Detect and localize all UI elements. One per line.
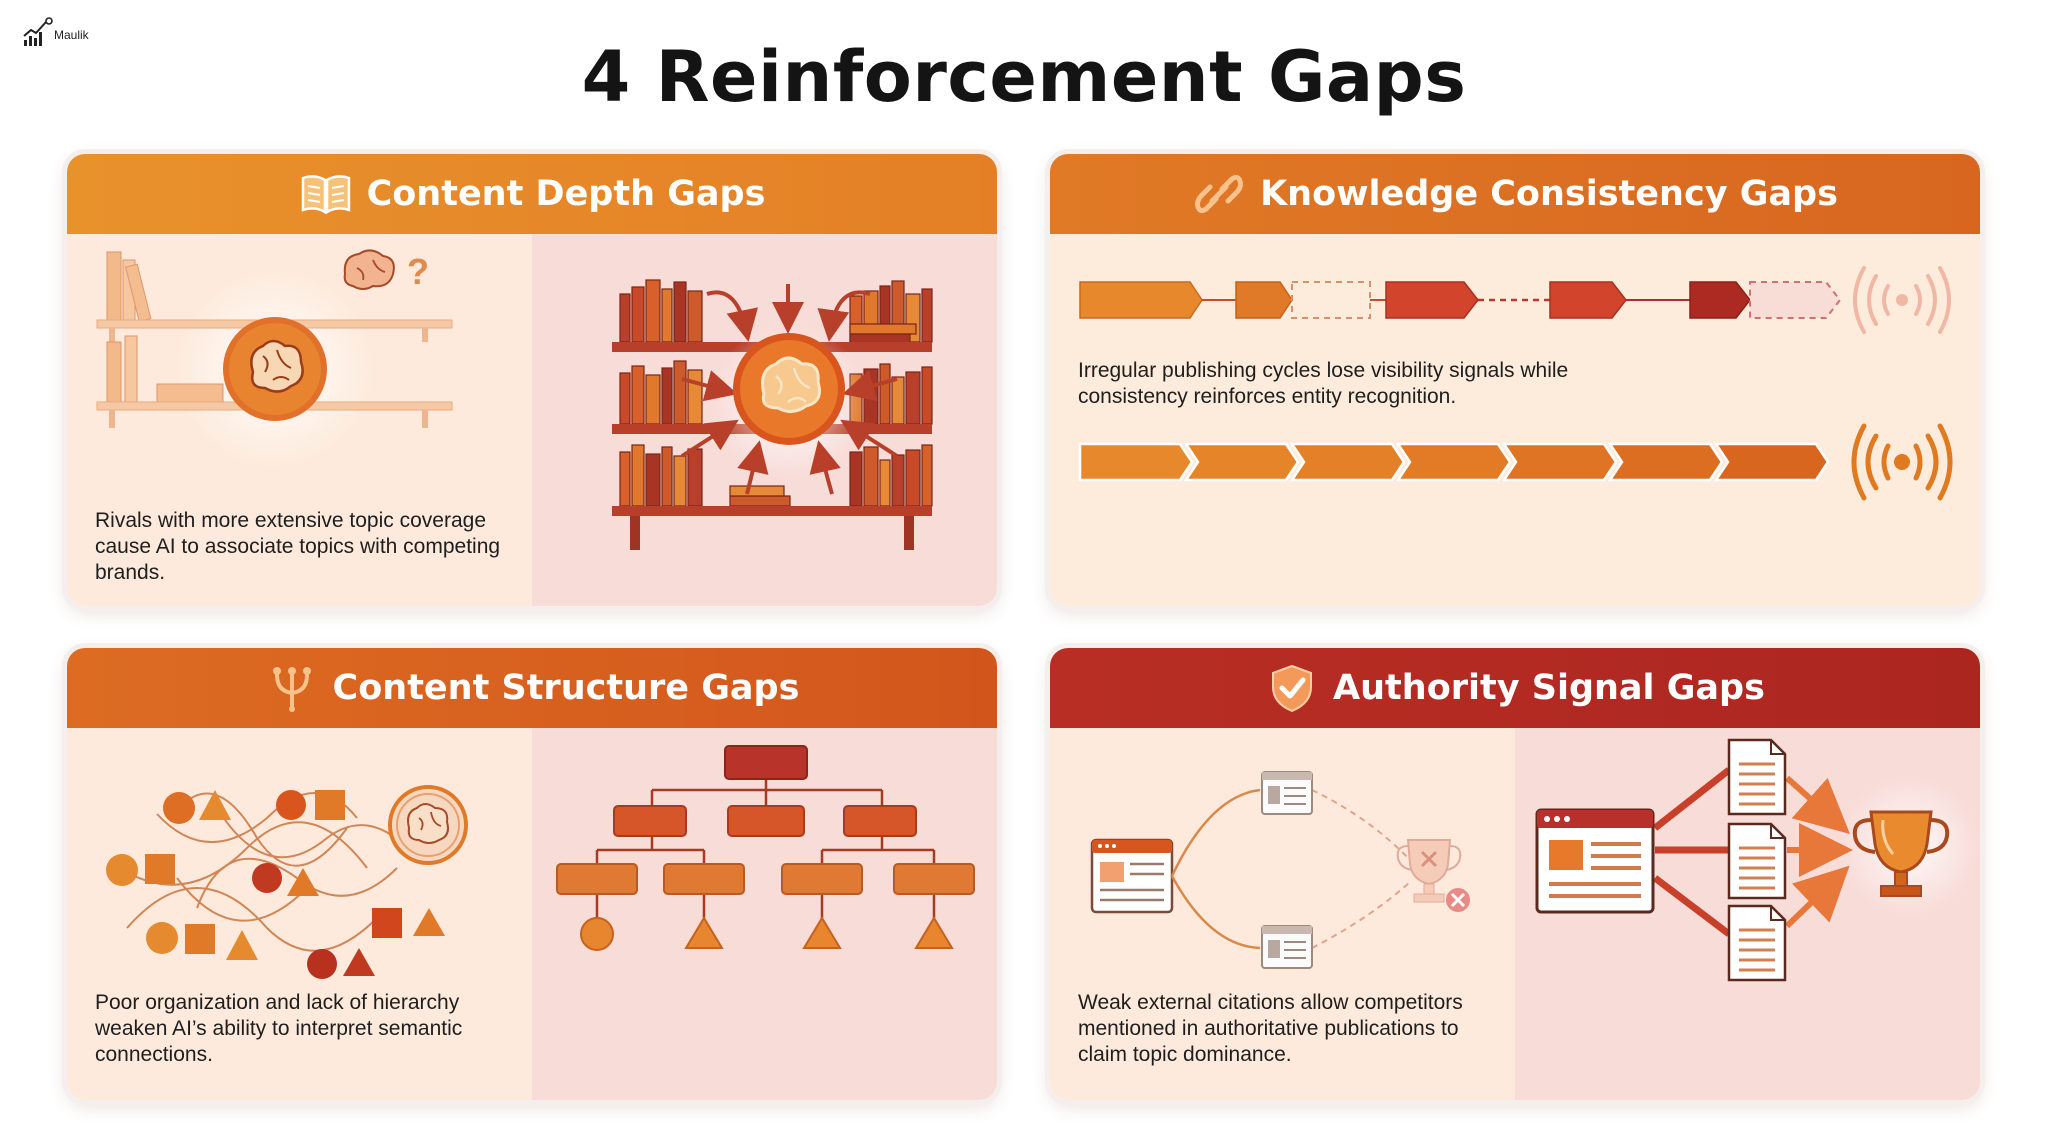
knowledge-consistency-card: Knowledge Consistency Gaps <box>1050 154 1980 606</box>
book <box>905 449 921 507</box>
book <box>631 444 645 507</box>
book <box>619 293 631 343</box>
content-structure-card: Content Structure Gaps <box>67 648 997 1100</box>
book <box>687 448 703 507</box>
book <box>849 323 917 335</box>
card-description: Irregular publishing cycles lose visibil… <box>1078 359 1569 408</box>
authority-signal-card: Authority Signal Gaps <box>1050 648 1980 1100</box>
book <box>879 459 891 507</box>
book <box>673 360 687 425</box>
timeline-chevron <box>1395 442 1512 482</box>
card-description: Weak external citations allow competitor… <box>1078 991 1463 1066</box>
book <box>863 446 879 507</box>
book <box>645 374 661 425</box>
card-title: Content Depth Gaps <box>366 174 766 214</box>
book <box>849 451 863 507</box>
book <box>891 376 905 425</box>
book <box>619 372 631 425</box>
book <box>729 495 791 507</box>
card-description: Rivals with more extensive topic coverag… <box>95 509 501 584</box>
book <box>631 365 645 425</box>
book <box>729 485 785 497</box>
trophy-icon <box>1852 810 1950 897</box>
book <box>673 455 687 507</box>
book <box>673 281 687 343</box>
browser-window-icon <box>1535 808 1655 914</box>
branch-icon <box>265 661 319 715</box>
book <box>631 286 645 343</box>
card-title: Content Structure Gaps <box>332 668 800 708</box>
book <box>921 444 933 507</box>
book <box>645 453 661 507</box>
logo-text: Maulik <box>54 28 89 42</box>
structure-chaotic-panel: Poor organization and lack of hierarchy … <box>67 728 532 1100</box>
weak-signal-icon <box>1853 266 1951 334</box>
timeline-chevron <box>1501 442 1618 482</box>
weak-citation-illustration <box>1090 771 1470 969</box>
book <box>891 454 905 507</box>
page-title: 4 Reinforcement Gaps <box>581 36 1467 118</box>
timeline-chevron <box>1183 442 1300 482</box>
full-bookshelf-illustration <box>612 279 933 550</box>
book <box>687 369 703 425</box>
card-header: Knowledge Consistency Gaps <box>1050 154 1980 234</box>
book <box>905 371 921 425</box>
hierarchy-tree-illustration <box>556 745 975 951</box>
timeline-chevron <box>1713 442 1830 482</box>
strong-citation-illustration <box>1535 738 1979 982</box>
book <box>661 446 673 507</box>
depth-sparse-panel: ? Rivals with more extensive topic cover… <box>67 234 532 606</box>
depth-rich-panel <box>532 234 997 606</box>
book <box>619 451 631 507</box>
structure-hierarchy-panel <box>532 728 997 1100</box>
card-description: Poor organization and lack of hierarchy … <box>95 991 463 1066</box>
chaotic-shapes-illustration <box>106 785 468 979</box>
timeline-chevron <box>1289 442 1406 482</box>
irregular-timeline <box>1079 281 1842 319</box>
link-icon <box>1192 167 1246 221</box>
authority-weak-panel: Weak external citations allow competitor… <box>1050 728 1515 1100</box>
timeline-chevron <box>1607 442 1724 482</box>
strong-signal-icon <box>1851 423 1953 501</box>
chart-logo-icon <box>23 17 53 46</box>
faded-trophy-icon <box>1396 839 1462 903</box>
card-header: Content Depth Gaps <box>67 154 997 234</box>
consistency-panel: Irregular publishing cycles lose visibil… <box>1050 234 1980 606</box>
book <box>921 288 933 343</box>
small-page-icon <box>1261 771 1313 815</box>
small-page-icon <box>1261 925 1313 969</box>
svg-text:?: ? <box>407 251 429 292</box>
content-depth-card: Content Depth Gaps <box>67 154 997 606</box>
browser-window-icon <box>1090 838 1174 914</box>
book <box>879 363 891 425</box>
card-header: Authority Signal Gaps <box>1050 648 1980 728</box>
open-book-icon <box>299 167 353 221</box>
authority-strong-panel <box>1515 728 1980 1100</box>
error-x-icon <box>1446 888 1470 912</box>
card-title: Authority Signal Gaps <box>1333 668 1765 708</box>
brand-logo: Maulik <box>22 16 102 52</box>
card-header: Content Structure Gaps <box>67 648 997 728</box>
document-icon <box>1727 822 1787 900</box>
document-icon <box>1727 738 1787 816</box>
timeline-chevron <box>1078 442 1194 482</box>
document-icon <box>1727 904 1787 982</box>
book <box>687 290 703 343</box>
regular-timeline <box>1078 442 1830 482</box>
sparse-bookshelf-illustration: ? <box>96 249 453 469</box>
book <box>661 288 673 343</box>
shield-check-icon <box>1265 661 1319 715</box>
book <box>645 279 661 343</box>
card-title: Knowledge Consistency Gaps <box>1260 174 1838 214</box>
book <box>921 366 933 425</box>
book <box>661 367 673 425</box>
publishing-timeline-illustration <box>1078 266 1953 501</box>
